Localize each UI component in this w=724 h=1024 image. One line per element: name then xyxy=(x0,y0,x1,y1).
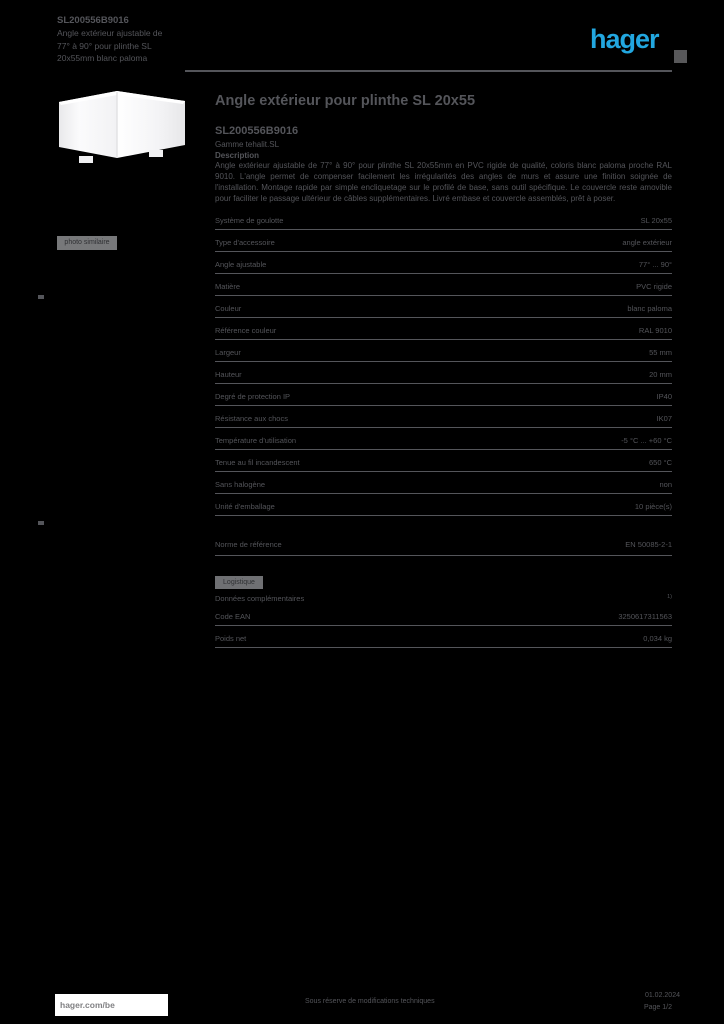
table-row: Degré de protection IP IP40 xyxy=(215,384,672,406)
attribute-value: 10 pièce(s) xyxy=(634,502,672,511)
table-row: Norme de référence EN 50085-2-1 xyxy=(215,530,672,556)
hager-logo-square-icon xyxy=(674,50,687,63)
logistics-table: Code EAN 3250617311563 Poids net 0,034 kg xyxy=(215,604,672,648)
logistics-note: Données complémentaires 1) xyxy=(215,594,672,603)
attribute-value: 3250617311563 xyxy=(618,612,672,621)
product-title: Angle extérieur pour plinthe SL 20x55 xyxy=(215,93,476,109)
header-rule xyxy=(185,70,672,72)
attribute-label: Largeur xyxy=(215,348,241,357)
footer-notice: Sous réserve de modifications techniques xyxy=(305,998,435,1005)
attribute-value: 0,034 kg xyxy=(643,634,672,643)
header-block: SL200556B9016 Angle extérieur ajustable … xyxy=(57,14,237,65)
header-designation-line: Angle extérieur ajustable de xyxy=(57,28,163,38)
table-row: Couleur blanc paloma xyxy=(215,296,672,318)
attribute-label: Référence couleur xyxy=(215,326,277,335)
attribute-value: 20 mm xyxy=(649,370,672,379)
footer-site-box: hager.com/be xyxy=(55,994,168,1016)
attribute-value: -5 °C ... +60 °C xyxy=(621,436,672,445)
table-row: Température d'utilisation -5 °C ... +60 °… xyxy=(215,428,672,450)
table-row: Angle ajustable 77° ... 90° xyxy=(215,252,672,274)
table-row: Sans halogène non xyxy=(215,472,672,494)
footer-page-number: Page 1/2 xyxy=(643,1004,672,1011)
attribute-label: Code EAN xyxy=(215,612,251,621)
footer-site-link[interactable]: hager.com/be xyxy=(60,1000,115,1010)
description-label: Description xyxy=(215,151,260,160)
table-row: Tenue au fil incandescent 650 °C xyxy=(215,450,672,472)
attribute-label: Degré de protection IP xyxy=(215,392,291,401)
hager-logo-text: hager xyxy=(590,24,660,54)
corner-piece-image xyxy=(59,91,185,163)
table-row: Système de goulotte SL 20x55 xyxy=(215,208,672,230)
table-row: Hauteur 20 mm xyxy=(215,362,672,384)
logistics-note-text: Données complémentaires xyxy=(215,594,305,603)
product-photo xyxy=(57,86,187,166)
attribute-value: EN 50085-2-1 xyxy=(625,540,672,549)
photo-caption-chip: photo similaire xyxy=(57,236,117,250)
attribute-value: SL 20x55 xyxy=(640,216,672,225)
attribute-label: Hauteur xyxy=(215,370,242,379)
table-row: Poids net 0,034 kg xyxy=(215,626,672,648)
table-row: Référence couleur RAL 9010 xyxy=(215,318,672,340)
attribute-value: 650 °C xyxy=(648,458,672,467)
footnote-mark: 1) xyxy=(667,594,672,600)
table-row: Unité d'emballage 10 pièce(s) xyxy=(215,494,672,516)
attribute-label: Angle ajustable xyxy=(215,260,267,269)
attribute-value: IK07 xyxy=(656,414,672,423)
table-row: Matière PVC rigide xyxy=(215,274,672,296)
attribute-label: Tenue au fil incandescent xyxy=(215,458,300,467)
table-row: Résistance aux chocs IK07 xyxy=(215,406,672,428)
header-reference: SL200556B9016 xyxy=(57,15,129,26)
fold-mark xyxy=(38,295,44,299)
attribute-label: Matière xyxy=(215,282,241,291)
attribute-value: RAL 9010 xyxy=(638,326,672,335)
attribute-value: angle extérieur xyxy=(622,238,672,247)
attribute-label: Norme de référence xyxy=(215,540,282,549)
footer-date: 01.02.2024 xyxy=(644,992,680,999)
attribute-value: 55 mm xyxy=(649,348,672,357)
table-row: Largeur 55 mm xyxy=(215,340,672,362)
attribute-value: blanc paloma xyxy=(627,304,672,313)
attribute-value: non xyxy=(659,480,672,489)
norms-table: Norme de référence EN 50085-2-1 xyxy=(215,530,672,556)
attribute-label: Résistance aux chocs xyxy=(215,414,288,423)
attribute-label: Sans halogène xyxy=(215,480,266,489)
product-reference: SL200556B9016 xyxy=(215,125,299,137)
attribute-label: Couleur xyxy=(215,304,242,313)
header-designation-line: 20x55mm blanc paloma xyxy=(57,53,148,63)
attribute-value: 77° ... 90° xyxy=(638,260,672,269)
attribute-label: Température d'utilisation xyxy=(215,436,297,445)
hager-logo: hager xyxy=(590,24,690,66)
attribute-value: PVC rigide xyxy=(636,282,672,291)
fold-mark xyxy=(38,521,44,525)
description-text: Angle extérieur ajustable de 77° à 90° p… xyxy=(215,161,672,203)
attributes-table: Système de goulotte SL 20x55 Type d'acces… xyxy=(215,208,672,516)
table-row: Code EAN 3250617311563 xyxy=(215,604,672,626)
table-row: Type d'accessoire angle extérieur xyxy=(215,230,672,252)
attribute-value: IP40 xyxy=(656,392,672,401)
product-range: Gamme tehalit.SL xyxy=(215,140,280,149)
attribute-label: Unité d'emballage xyxy=(215,502,275,511)
attribute-label: Poids net xyxy=(215,634,247,643)
logistics-chip: Logistique xyxy=(215,576,263,589)
attribute-label: Système de goulotte xyxy=(215,216,284,225)
header-designation-line: 77° à 90° pour plinthe SL xyxy=(57,40,152,51)
attribute-label: Type d'accessoire xyxy=(215,238,275,247)
